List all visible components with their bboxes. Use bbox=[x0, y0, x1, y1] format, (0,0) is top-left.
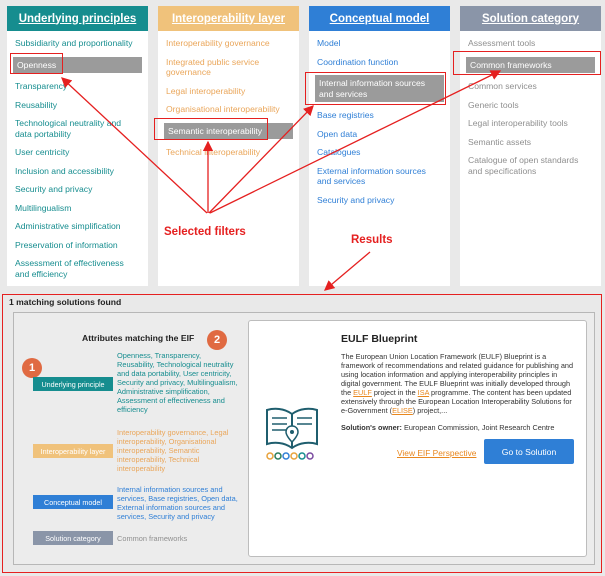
filter-item[interactable]: Multilingualism bbox=[15, 202, 72, 213]
column-header-underlying-principles[interactable]: Underlying principles bbox=[7, 6, 148, 31]
filter-item[interactable]: Transparency bbox=[15, 81, 68, 91]
description-text: programme. The content has been updated … bbox=[341, 388, 572, 415]
attribute-values-underlying-principle: Openness, Transparency, Reusability, Tec… bbox=[117, 351, 238, 414]
attributes-title: Attributes matching the EIF bbox=[82, 333, 195, 343]
filter-item[interactable]: Generic tools bbox=[468, 99, 519, 110]
solution-title[interactable]: EULF Blueprint bbox=[341, 333, 418, 345]
view-eif-perspective-link[interactable]: View EIF Perspective bbox=[397, 448, 477, 458]
filter-item[interactable]: Assessment of effectiveness and efficien… bbox=[15, 258, 124, 279]
highlight-common-frameworks bbox=[453, 51, 601, 75]
filter-item-selected-internal-information-sources[interactable]: Internal information sources and service… bbox=[315, 75, 444, 102]
filter-list-interoperability-layer: Interoperability governance Integrated p… bbox=[158, 31, 299, 158]
link-isa[interactable]: ISA bbox=[417, 388, 430, 397]
highlight-internal-information-sources bbox=[305, 72, 446, 105]
filter-item[interactable]: Open data bbox=[317, 128, 358, 139]
description-text: The European Union Location Framework (E… bbox=[341, 352, 574, 397]
column-underlying-principles: Underlying principles Subsidiarity and p… bbox=[7, 6, 148, 286]
link-elise[interactable]: ELISE bbox=[392, 406, 413, 415]
results-count: 1 matching solutions found bbox=[9, 297, 122, 307]
filter-item[interactable]: Preservation of information bbox=[15, 239, 118, 250]
open-book-location-icon bbox=[266, 407, 318, 460]
filter-item[interactable]: Catalogues bbox=[317, 147, 361, 157]
column-interoperability-layer: Interoperability layer Interoperability … bbox=[158, 6, 299, 286]
arrow-to-common-frameworks bbox=[209, 70, 502, 214]
go-to-solution-button[interactable]: Go to Solution bbox=[484, 439, 574, 464]
filter-item[interactable]: Technological neutrality and data portab… bbox=[15, 118, 122, 139]
filter-item[interactable]: Reusability bbox=[15, 99, 58, 110]
filter-list-solution-category: Assessment tools Common frameworks Commo… bbox=[460, 31, 601, 176]
column-solution-category: Solution category Assessment tools Commo… bbox=[460, 6, 601, 286]
arrow-to-results bbox=[324, 251, 371, 291]
solution-card bbox=[248, 320, 587, 557]
badge-1: 1 bbox=[22, 358, 42, 378]
attribute-label-conceptual-model: Conceptual model bbox=[33, 495, 113, 509]
filter-item[interactable]: Assessment tools bbox=[468, 38, 536, 48]
attribute-label-underlying-principle: Underlying principle bbox=[33, 377, 113, 391]
solution-description: The European Union Location Framework (E… bbox=[341, 352, 573, 415]
description-text: project in the bbox=[371, 388, 418, 397]
badge-2: 2 bbox=[207, 330, 227, 350]
column-header-solution-category[interactable]: Solution category bbox=[460, 6, 601, 31]
annotation-results: Results bbox=[351, 234, 393, 246]
filter-item[interactable]: Base registries bbox=[317, 110, 374, 120]
filter-item[interactable]: Subsidiarity and proportionality bbox=[15, 38, 133, 48]
highlight-semantic-interoperability bbox=[154, 118, 268, 140]
filter-list-conceptual-model: Model Coordination function Internal inf… bbox=[309, 31, 450, 205]
attribute-values-solution-category: Common frameworks bbox=[117, 534, 188, 543]
filter-item[interactable]: Catalogue of open standards and specific… bbox=[468, 155, 579, 176]
filter-item[interactable]: Legal interoperability bbox=[166, 85, 246, 96]
arrow-to-openness bbox=[61, 77, 208, 214]
filter-list-underlying-principles: Subsidiarity and proportionality Opennes… bbox=[7, 31, 148, 279]
attribute-label-interoperability-layer: Interoperability layer bbox=[33, 444, 113, 458]
filter-item[interactable]: External information sources and service… bbox=[317, 165, 426, 187]
filter-item[interactable]: Organisational interoperability bbox=[166, 104, 280, 114]
filter-item[interactable]: Integrated public service governance bbox=[166, 56, 260, 78]
filter-item-selected-openness[interactable]: Openness bbox=[13, 56, 142, 73]
owner-label: Solution's owner: bbox=[341, 423, 402, 432]
filter-item[interactable]: Legal interoperability tools bbox=[468, 118, 568, 128]
filter-item[interactable]: Technical interoperability bbox=[166, 147, 261, 157]
owner-value: European Commission, Joint Research Cent… bbox=[401, 423, 555, 432]
filter-item[interactable]: Inclusion and accessibility bbox=[15, 165, 114, 176]
attribute-label-solution-category: Solution category bbox=[33, 531, 113, 545]
attribute-values-interoperability-layer: Interoperability governance, Legal inter… bbox=[117, 428, 229, 473]
annotation-selected-filters: Selected filters bbox=[164, 226, 246, 238]
filter-item[interactable]: Security and privacy bbox=[317, 194, 395, 205]
filter-item[interactable]: Interoperability governance bbox=[166, 38, 270, 48]
filter-item[interactable]: Semantic assets bbox=[468, 136, 532, 147]
description-text: ) project,... bbox=[412, 406, 448, 415]
filter-item[interactable]: Administrative simplification bbox=[15, 221, 121, 231]
column-conceptual-model: Conceptual model Model Coordination func… bbox=[309, 6, 450, 286]
solution-owner: Solution's owner: European Commission, J… bbox=[341, 423, 554, 432]
filter-item[interactable]: Model bbox=[317, 38, 341, 48]
filter-item-selected-common-frameworks[interactable]: Common frameworks bbox=[466, 56, 595, 73]
filter-item[interactable]: Common services bbox=[468, 81, 537, 91]
filter-item[interactable]: Security and privacy bbox=[15, 184, 93, 194]
highlight-openness bbox=[10, 53, 63, 74]
filter-item-selected-semantic-interoperability[interactable]: Semantic interoperability bbox=[164, 122, 293, 139]
arrow-to-internal-information-sources bbox=[208, 105, 314, 214]
column-header-interoperability-layer[interactable]: Interoperability layer bbox=[158, 6, 299, 31]
column-header-conceptual-model[interactable]: Conceptual model bbox=[309, 6, 450, 31]
filter-item[interactable]: Coordination function bbox=[317, 56, 399, 67]
link-eulf[interactable]: EULF bbox=[353, 388, 372, 397]
attribute-values-conceptual-model: Internal information sources and service… bbox=[117, 485, 238, 521]
filter-item[interactable]: User centricity bbox=[15, 147, 70, 157]
